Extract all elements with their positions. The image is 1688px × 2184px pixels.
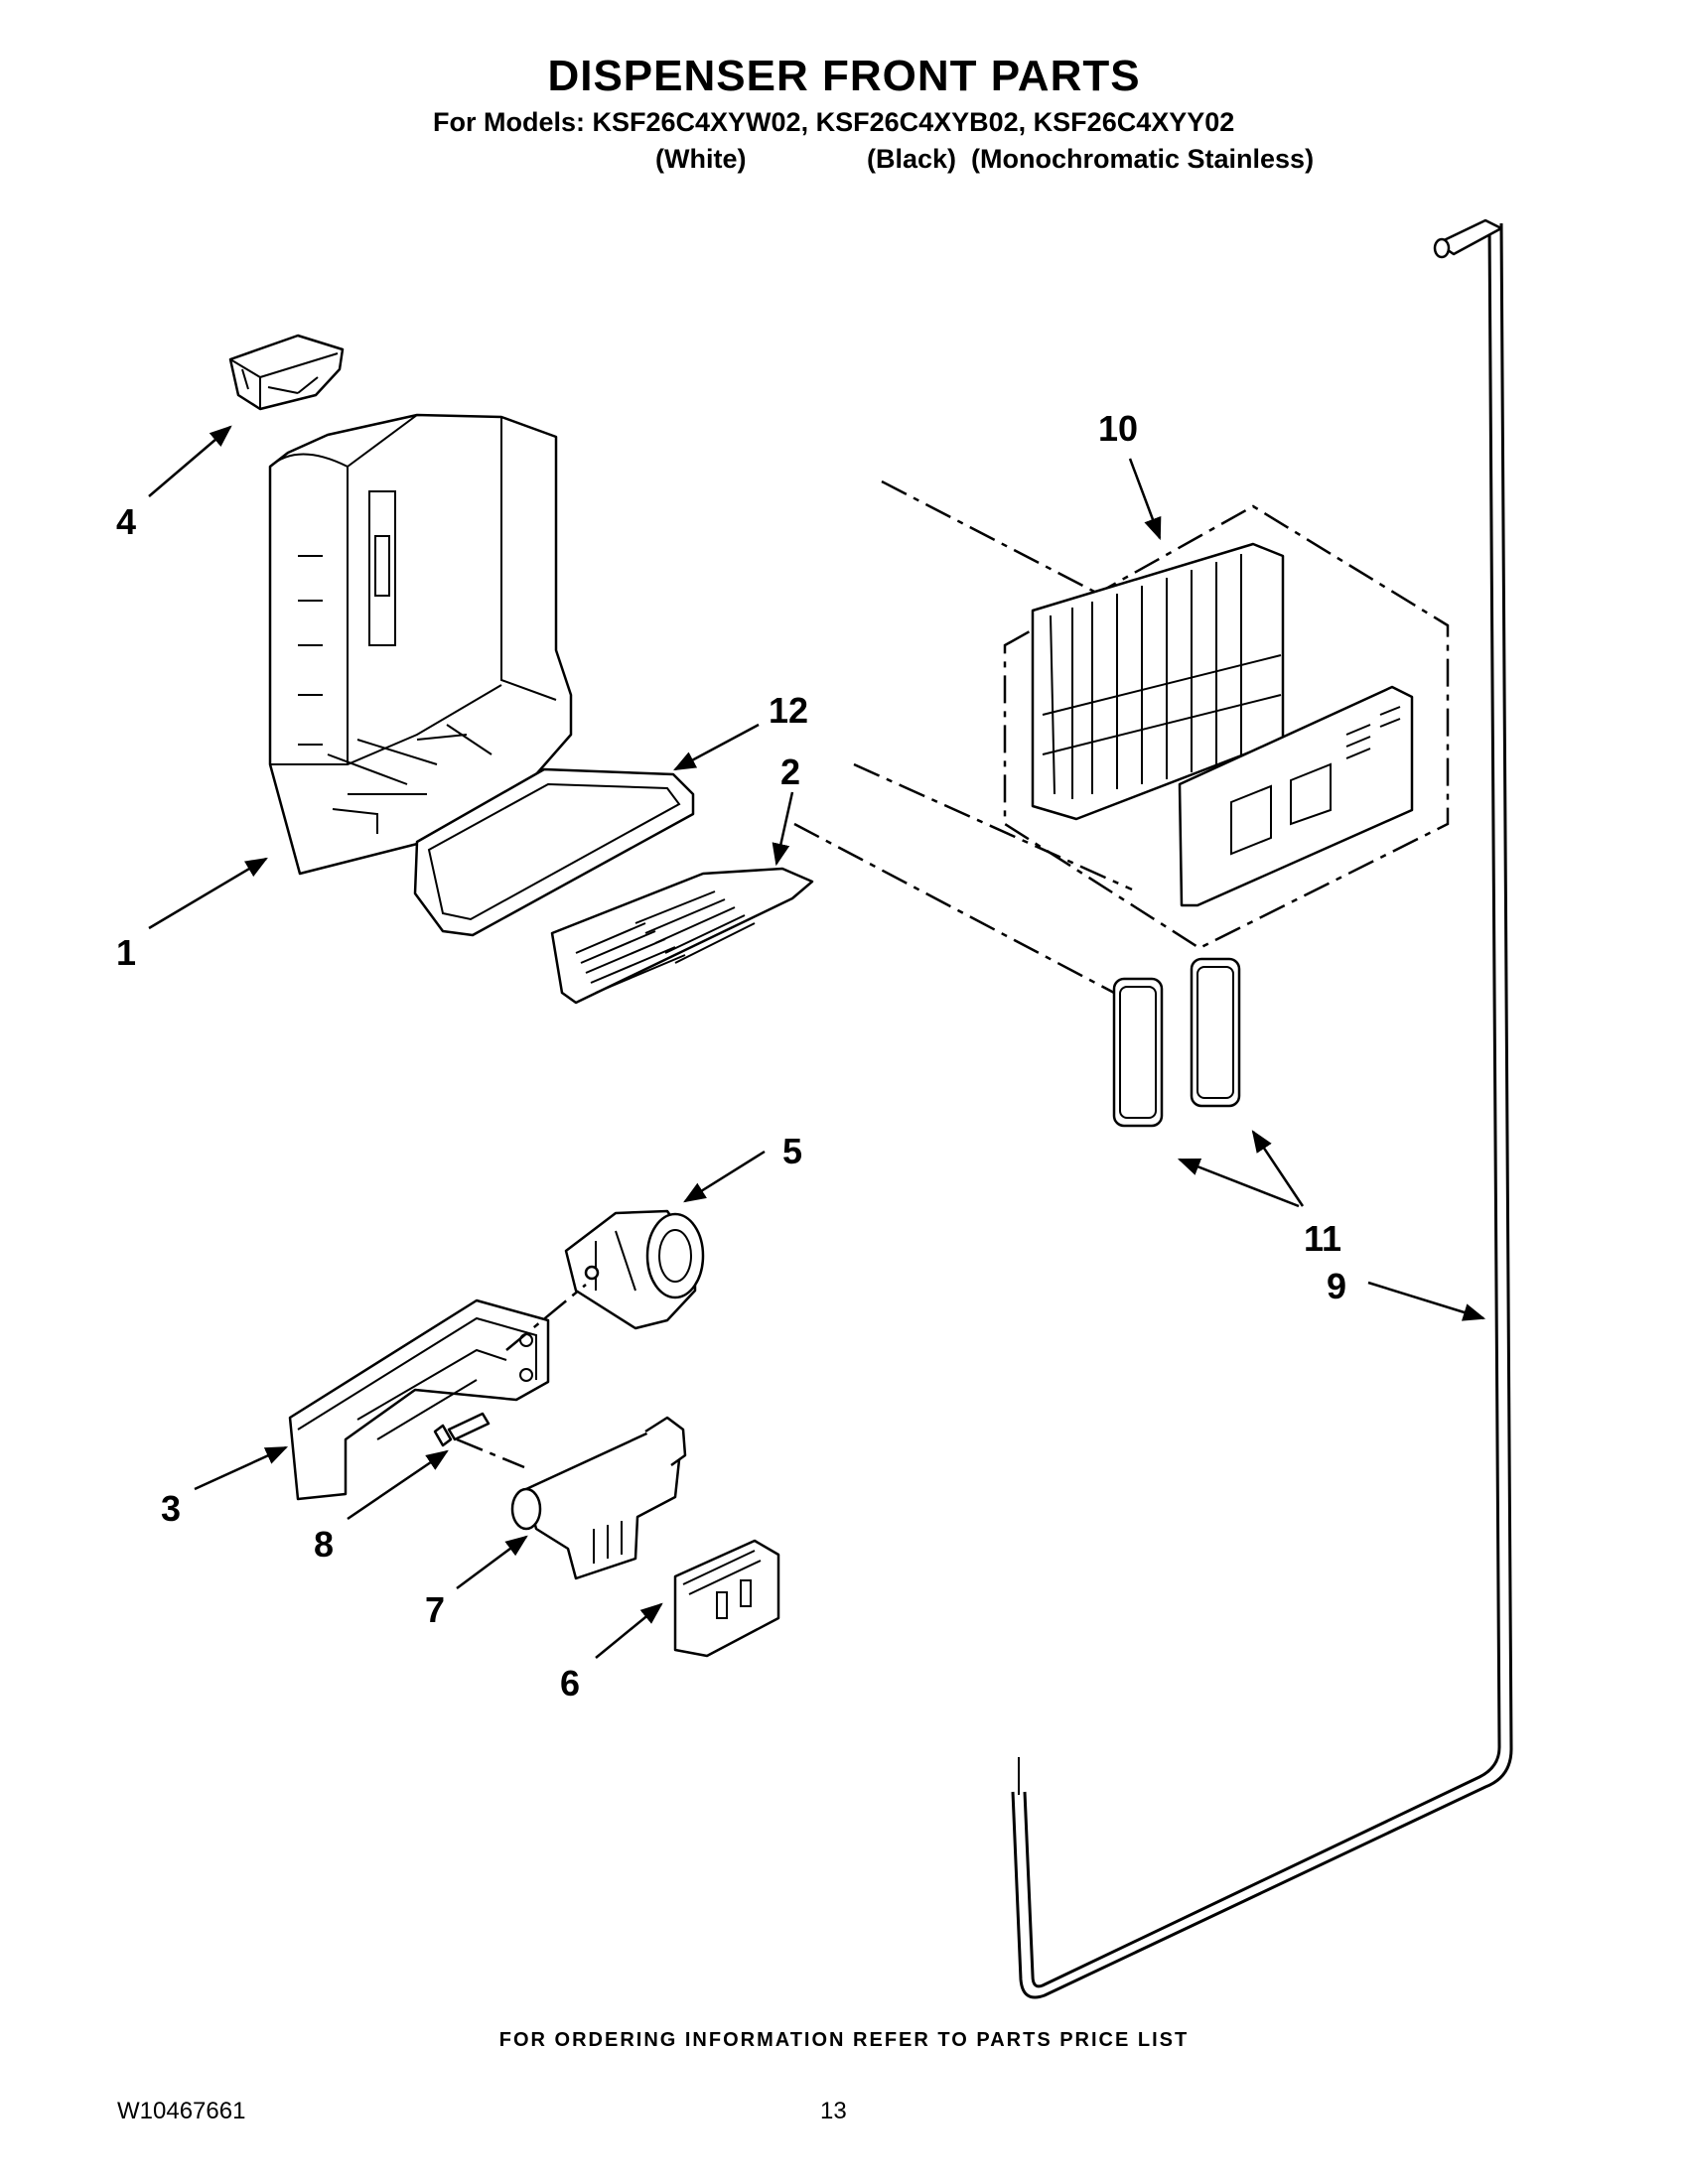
part-10-control-panel (1003, 504, 1450, 950)
part-5-motor (564, 1209, 705, 1330)
leader-3 (194, 1445, 289, 1491)
leader-7 (456, 1535, 528, 1590)
part-6-pad (673, 1539, 780, 1658)
leader-9 (1367, 1281, 1486, 1321)
page-number: 13 (820, 2098, 847, 2124)
callout-8: 8 (314, 1524, 334, 1565)
callout-12: 12 (769, 690, 808, 731)
callout-7: 7 (425, 1589, 445, 1630)
leader-10 (1128, 458, 1162, 541)
callout-9: 9 (1327, 1266, 1346, 1306)
part-2-grille (550, 867, 814, 1005)
alignment-line-8 (456, 1437, 525, 1469)
leader-2 (772, 791, 794, 867)
callout-11: 11 (1304, 1218, 1341, 1259)
callout-6: 6 (560, 1663, 580, 1704)
models-line: For Models: KSF26C4XYW02, KSF26C4XYB02, … (433, 107, 1235, 137)
leader-11b (1251, 1130, 1305, 1207)
leader-11a (1177, 1158, 1300, 1208)
leader-8 (347, 1449, 449, 1521)
variant-white: (White) (655, 144, 747, 174)
callout-3: 3 (161, 1488, 181, 1529)
leader-6 (595, 1602, 663, 1659)
callout-4: 4 (116, 501, 136, 542)
callout-1: 1 (116, 932, 136, 973)
alignment-line-5 (505, 1284, 587, 1351)
leader-5 (683, 1150, 766, 1203)
part-1-housing (268, 413, 573, 876)
leader-1 (148, 857, 268, 930)
callout-10: 10 (1098, 408, 1138, 449)
callout-2: 2 (780, 751, 800, 792)
part-7-solenoid (510, 1416, 687, 1580)
alignment-line-11a (853, 762, 1133, 891)
alignment-line-11b (793, 822, 1115, 995)
part-11-buttons (1112, 957, 1241, 1128)
part-8-screw (433, 1412, 491, 1447)
variant-stainless: (Monochromatic Stainless) (971, 144, 1315, 174)
leader-12 (673, 723, 760, 771)
ordering-note: FOR ORDERING INFORMATION REFER TO PARTS … (498, 2029, 1190, 2051)
leader-4 (148, 425, 232, 497)
part-3-bracket (288, 1298, 550, 1501)
callout-5: 5 (782, 1131, 802, 1171)
document-number: W10467661 (117, 2098, 246, 2124)
page-title: DISPENSER FRONT PARTS (547, 52, 1141, 100)
variant-black: (Black) (867, 144, 957, 174)
part-9-tube (1011, 218, 1513, 1999)
part-12-tray (413, 767, 695, 937)
part-4-cup (228, 334, 345, 411)
alignment-line-10 (881, 479, 1103, 598)
